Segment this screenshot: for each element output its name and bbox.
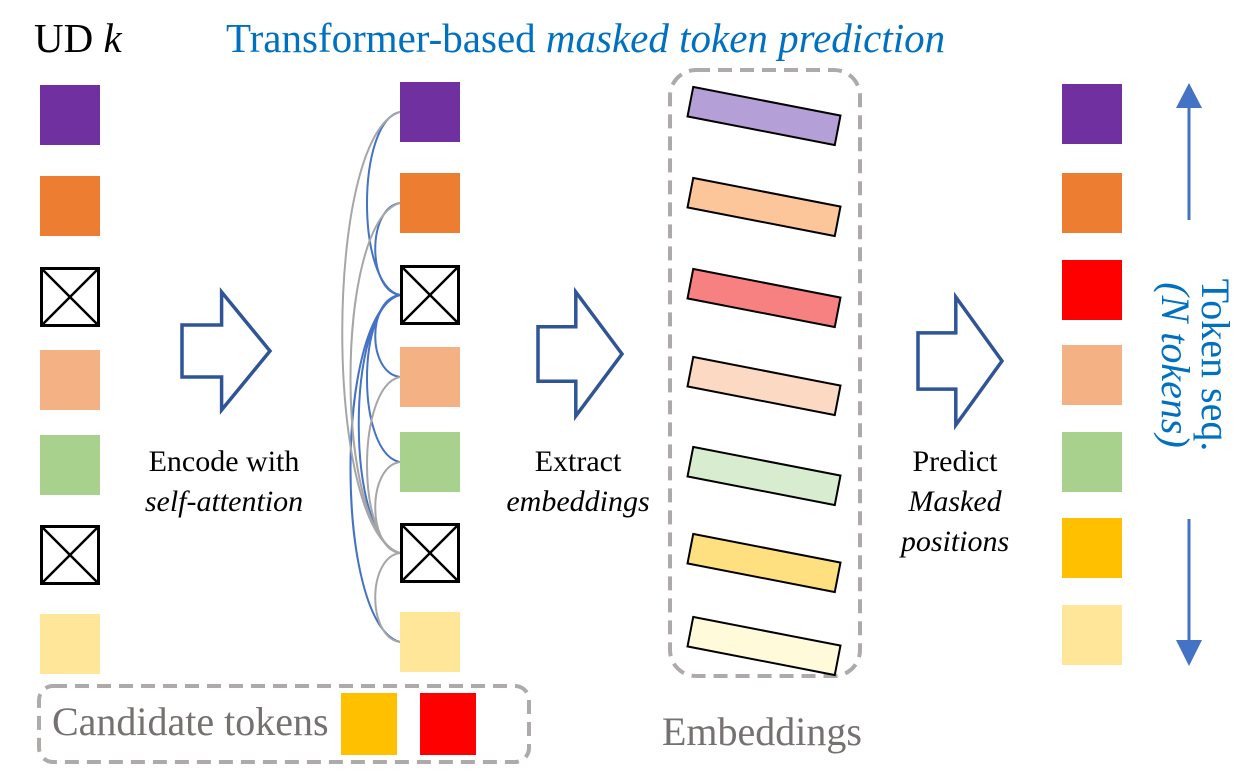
input-token-column: [40, 85, 100, 674]
output-token-1: [1062, 84, 1122, 144]
process-arrows: [180, 286, 1005, 431]
embeddings-dashed-box: [668, 68, 862, 678]
step-predict-label: Predict Masked positions: [880, 442, 1030, 562]
attention-link: [374, 202, 401, 296]
token-sequence-label: Token seq. (N tokens): [1130, 255, 1260, 475]
title-emphasis: masked token prediction: [545, 15, 946, 61]
step-extract-line1: Extract: [534, 445, 622, 478]
input-token-7: [40, 614, 100, 674]
token-seq-paren: (: [1153, 282, 1198, 296]
step-predict-line1: Predict: [912, 445, 998, 478]
attention-link: [366, 376, 401, 554]
self-attention-links: [341, 111, 401, 643]
input-token-4: [40, 350, 100, 410]
title-prefix: Transformer-based: [226, 15, 546, 61]
attention-link: [374, 552, 401, 643]
candidate-tokens-box: [37, 684, 531, 764]
input-masked-token-6: [40, 525, 100, 585]
encoded-token-5: [400, 432, 460, 492]
attention-link: [349, 202, 401, 554]
diagram-title: Transformer-based masked token predictio…: [226, 14, 945, 62]
encoded-token-1: [400, 82, 460, 142]
embedding-vector-6: [686, 532, 842, 594]
attention-link: [374, 294, 401, 378]
attention-link: [357, 294, 401, 554]
candidate-dashed-box: [37, 684, 531, 764]
output-token-5: [1062, 432, 1122, 492]
input-label: UD k: [34, 14, 122, 62]
attention-link: [349, 294, 401, 643]
step-extract-label: Extract embeddings: [490, 442, 666, 522]
output-token-3: [1062, 260, 1122, 320]
mask-cross-line: [400, 265, 460, 325]
output-token-7: [1062, 605, 1122, 665]
token-seq-line2: (N tokens): [1153, 279, 1198, 452]
arrow-down-icon: [1176, 640, 1202, 666]
input-masked-token-3: [40, 267, 100, 327]
input-token-1: [40, 85, 100, 145]
extract-arrow-icon: [536, 286, 625, 422]
encoded-masked-token-6: [400, 523, 460, 583]
output-token-6: [1062, 518, 1122, 578]
candidate-tokens-label: Candidate tokens: [52, 699, 329, 744]
encoded-token-2: [400, 173, 460, 233]
input-token-2: [40, 176, 100, 236]
embedding-vector-3: [686, 267, 842, 329]
arrow-up-icon: [1176, 83, 1202, 108]
embedding-vector-5: [686, 445, 842, 507]
candidate-token-2: [420, 693, 476, 755]
step-encode-line1: Encode with: [148, 445, 300, 478]
embeddings-group: [668, 68, 862, 678]
input-label-variable: k: [103, 15, 122, 61]
token-seq-variable: N: [1153, 295, 1198, 323]
mask-cross-line: [400, 523, 460, 583]
token-seq-rest: tokens): [1153, 322, 1198, 448]
token-seq-line1: Token seq.: [1193, 278, 1238, 452]
embedding-vector-7: [686, 615, 842, 677]
output-token-4: [1062, 345, 1122, 405]
step-extract-line2: embeddings: [506, 485, 650, 518]
output-token-column: [1062, 84, 1122, 665]
output-token-2: [1062, 173, 1122, 233]
attention-link: [374, 461, 401, 554]
embedding-vector-2: [686, 176, 842, 238]
encoded-token-4: [400, 347, 460, 407]
step-predict-line2: Masked: [908, 485, 1002, 518]
step-encode-line2: self-attention: [144, 485, 304, 518]
predict-arrow-icon: [916, 291, 1005, 431]
input-label-prefix: UD: [34, 15, 104, 61]
encode-arrow-icon: [180, 287, 273, 415]
mask-cross-line: [40, 525, 100, 585]
mask-cross-line: [40, 267, 100, 327]
embedding-vector-1: [686, 85, 842, 147]
encoded-token-column: [400, 82, 460, 672]
candidate-token-1: [341, 693, 397, 755]
encoded-masked-token-3: [400, 265, 460, 325]
input-token-5: [40, 435, 100, 495]
encoded-token-7: [400, 612, 460, 672]
step-encode-label: Encode with self-attention: [118, 442, 330, 522]
sequence-direction-arrows: [1176, 83, 1202, 666]
embedding-vector-4: [686, 355, 842, 417]
step-predict-line3: positions: [900, 525, 1010, 558]
embeddings-label: Embeddings: [662, 709, 862, 754]
